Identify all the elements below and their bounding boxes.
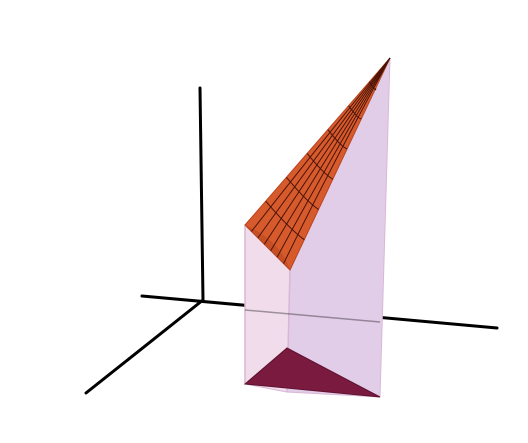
surface-mesh: [251, 57, 391, 264]
mesh-line: [265, 200, 305, 241]
mesh-line: [257, 57, 391, 239]
mesh-line: [270, 57, 391, 251]
horizontal-axis-overlay: [244, 309, 381, 323]
mesh-line: [306, 153, 334, 180]
vertical-axis: [198, 86, 205, 302]
depth-axis: [84, 298, 205, 395]
surface-shade: [245, 225, 290, 270]
prism-walls: [244, 57, 391, 398]
mesh-line: [251, 57, 391, 232]
mesh-line: [368, 81, 377, 91]
mesh-line: [283, 57, 391, 264]
mesh-line: [327, 129, 348, 150]
mesh-line: [286, 176, 319, 210]
mesh-line: [348, 105, 362, 120]
mesh-line: [263, 57, 391, 245]
mesh-line: [276, 57, 391, 258]
base-triangle: [243, 347, 381, 398]
surface: [244, 57, 391, 271]
